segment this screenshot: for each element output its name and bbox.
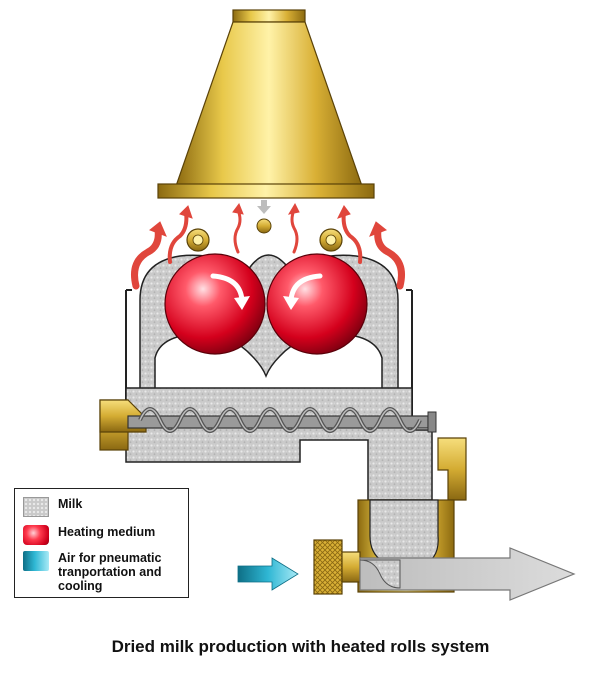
- legend: Milk Heating medium Air for pneumatic tr…: [14, 488, 189, 598]
- air-inlet-arrow: [237, 557, 299, 591]
- air-swatch: [23, 551, 49, 571]
- heated-roll-left: [164, 253, 266, 355]
- legend-label-air: Air for pneumatic tranportation and cool…: [58, 551, 162, 593]
- heated-roll-right: [266, 253, 368, 355]
- legend-label-heating-medium: Heating medium: [58, 525, 156, 539]
- hot-air-arrows: [131, 202, 405, 290]
- heating-medium-swatch: [23, 525, 49, 545]
- legend-item-air: Air for pneumatic tranportation and cool…: [23, 551, 183, 593]
- legend-label-milk: Milk: [58, 497, 83, 511]
- feed-nozzles: [186, 200, 343, 252]
- air-nozzle: [313, 539, 361, 595]
- legend-item-heating-medium: Heating medium: [23, 525, 183, 545]
- exhaust-hood: [157, 9, 375, 199]
- milk-outflow-pipe: [359, 547, 576, 601]
- legend-item-milk: Milk: [23, 497, 183, 517]
- milk-swatch: [23, 497, 49, 517]
- screw-conveyor: [99, 399, 437, 451]
- figure-caption: Dried milk production with heated rolls …: [111, 637, 490, 656]
